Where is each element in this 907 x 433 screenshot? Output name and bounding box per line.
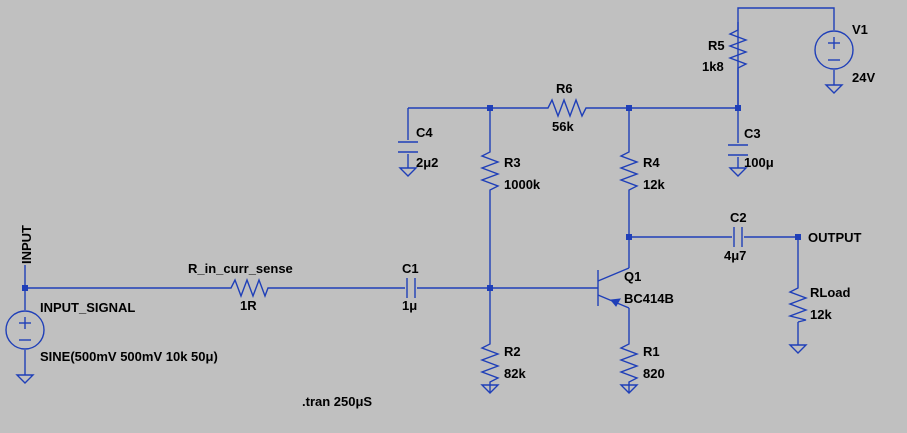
- label-v1-name: V1: [852, 22, 868, 37]
- label-c1-value: 1μ: [402, 298, 417, 313]
- ground-rload: [788, 344, 808, 354]
- label-r5-value: 1k8: [702, 59, 724, 74]
- q1-collector-lead: [597, 267, 630, 282]
- q1-emitter-arrow: [610, 298, 621, 307]
- net-label-output: OUTPUT: [808, 230, 862, 245]
- voltage-source-input: [5, 310, 45, 350]
- label-r6-name: R6: [556, 81, 573, 96]
- junction-input: [22, 285, 28, 291]
- v1-body: [814, 30, 854, 70]
- label-q1-name: Q1: [624, 269, 641, 284]
- resistor-r5: [728, 22, 748, 108]
- label-r1-name: R1: [643, 344, 660, 359]
- label-q1-value: BC414B: [624, 291, 674, 306]
- label-r-in-name: R_in_curr_sense: [188, 261, 293, 276]
- capacitor-c4: [398, 141, 418, 153]
- ground-c4: [398, 167, 418, 177]
- label-r6-value: 56k: [552, 119, 574, 134]
- label-rload-name: RLoad: [810, 285, 851, 300]
- capacitor-c2: [733, 227, 743, 247]
- ground-r1: [619, 384, 639, 394]
- junction-collector: [626, 234, 632, 240]
- resistor-r6: [542, 98, 588, 118]
- label-r3-name: R3: [504, 155, 521, 170]
- junction-output: [795, 234, 801, 240]
- capacitors: [398, 141, 748, 298]
- simulation-directive: .tran 250μS: [302, 394, 372, 409]
- resistor-rload: [787, 282, 808, 323]
- label-input-source-value: SINE(500mV 500mV 10k 50μ): [40, 349, 218, 364]
- label-c2-value: 4μ7: [724, 248, 746, 263]
- label-r4-value: 12k: [643, 177, 665, 192]
- resistor-r4: [619, 145, 639, 199]
- ground-c3: [728, 167, 748, 177]
- label-r4-name: R4: [643, 155, 660, 170]
- resistor-r-in: [225, 278, 270, 298]
- net-label-input: INPUT: [19, 225, 34, 264]
- resistor-r2: [480, 338, 500, 385]
- capacitor-c3: [728, 144, 748, 156]
- label-r5-name: R5: [708, 38, 725, 53]
- label-r3-value: 1000k: [504, 177, 541, 192]
- label-c2-name: C2: [730, 210, 747, 225]
- junction-r3-rail: [487, 105, 493, 111]
- label-r2-name: R2: [504, 344, 521, 359]
- resistor-r3: [480, 145, 500, 199]
- label-c3-name: C3: [744, 126, 761, 141]
- wire-supply-top: [737, 7, 835, 108]
- ground-v1: [824, 84, 844, 94]
- grounds: [15, 84, 844, 394]
- label-r2-value: 82k: [504, 366, 526, 381]
- ground-input: [15, 374, 35, 384]
- capacitor-c1: [406, 278, 416, 298]
- label-c3-value: 100μ: [744, 155, 774, 170]
- label-rload-value: 12k: [810, 307, 832, 322]
- ground-r2: [480, 384, 500, 394]
- resistor-r1: [619, 338, 639, 385]
- label-c4-name: C4: [416, 125, 433, 140]
- junction-base: [487, 285, 493, 291]
- junction-r4-rail: [626, 105, 632, 111]
- label-c1-name: C1: [402, 261, 419, 276]
- label-c4-value: 2μ2: [416, 155, 438, 170]
- label-r-in-value: 1R: [240, 298, 257, 313]
- transistor-q1: [597, 267, 630, 309]
- label-input-source-name: INPUT_SIGNAL: [40, 300, 135, 315]
- input-source-body: [5, 310, 45, 350]
- voltage-source-v1: [814, 30, 854, 70]
- label-v1-value: 24V: [852, 70, 875, 85]
- resistors: [225, 22, 808, 385]
- wires: [24, 7, 835, 392]
- label-r1-value: 820: [643, 366, 665, 381]
